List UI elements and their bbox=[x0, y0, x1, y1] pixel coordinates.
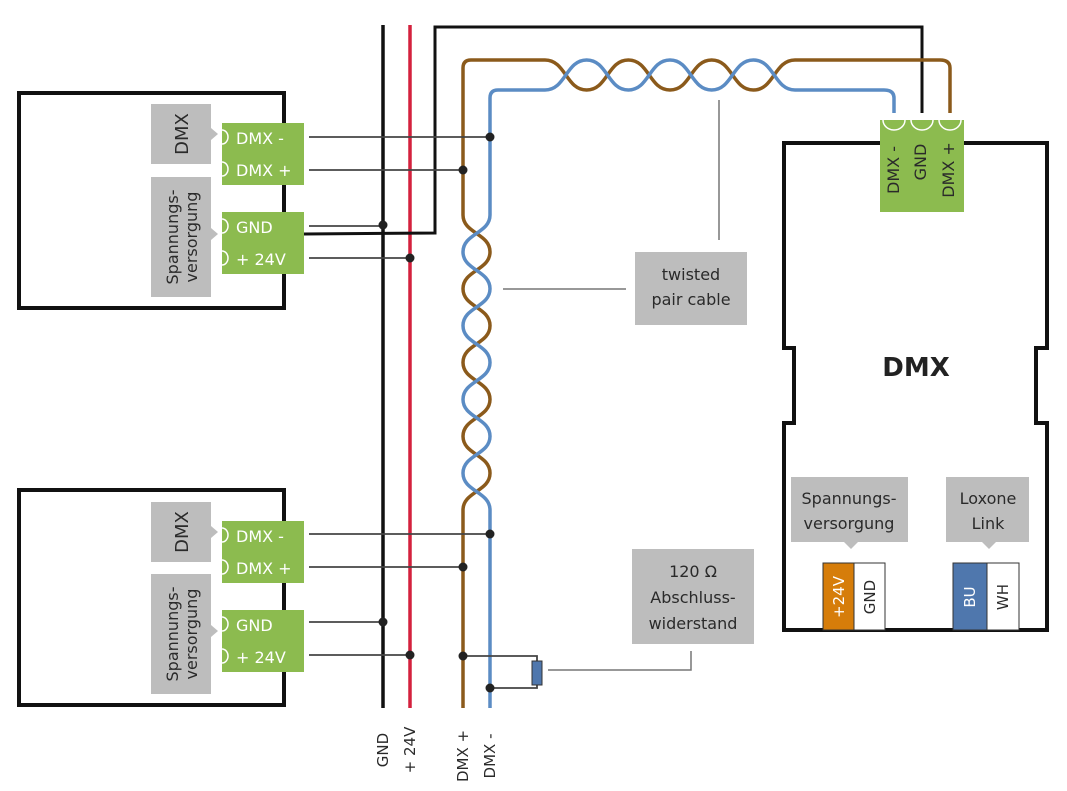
terminator-tag bbox=[632, 549, 754, 644]
device-2-dmx-tag-label: DMX bbox=[172, 511, 193, 553]
junction-dot bbox=[378, 220, 388, 230]
device-2-dmx-tag bbox=[151, 502, 211, 562]
twisted-pair-tag-line1: twisted bbox=[662, 265, 720, 284]
device-2-24v-screw bbox=[221, 648, 229, 664]
dmx-module-terminal-dmx-minus: DMX - bbox=[884, 146, 903, 194]
dmx-module-screw-gnd bbox=[910, 119, 934, 131]
device-2-dmx-plus-screw bbox=[221, 559, 229, 575]
dmx-module-link-tag-line1: Loxone bbox=[960, 489, 1017, 508]
dmx-module-terminal-gnd: GND bbox=[911, 144, 930, 181]
device-2-power-terminal-block bbox=[222, 610, 304, 672]
dmx-module-link-tag bbox=[946, 477, 1029, 542]
device-2-gnd-screw bbox=[221, 616, 229, 632]
dmx-module-title: DMX bbox=[882, 353, 950, 383]
dmx-module-gnd-power-label: GND bbox=[861, 580, 879, 614]
device-2-dmx-tag-pointer bbox=[211, 526, 218, 538]
terminator-tag-line3: widerstand bbox=[649, 614, 738, 633]
device-1-dmx-minus-screw bbox=[221, 129, 229, 145]
device-1-dmx-tag-pointer bbox=[211, 128, 218, 140]
device-2-gnd-label: GND bbox=[236, 616, 273, 635]
terminator-minus-lead bbox=[490, 682, 538, 689]
device-1-24v-screw bbox=[221, 250, 229, 266]
device-2-power-tag-pointer bbox=[211, 625, 218, 637]
terminator-plus-lead bbox=[463, 655, 538, 663]
dmx-module-terminal-gnd-power bbox=[853, 562, 886, 631]
device-1-gnd-screw bbox=[221, 218, 229, 234]
junction-dot bbox=[458, 651, 468, 661]
device-1-dmx-tag-label: DMX bbox=[172, 113, 193, 155]
twisted-pair-callout: twisted pair cable bbox=[503, 100, 747, 325]
device-2-dmx-plus-label: DMX + bbox=[236, 559, 292, 578]
terminator-tag-line1: 120 Ω bbox=[669, 562, 717, 581]
twisted-pair-tag-line2: pair cable bbox=[651, 290, 730, 309]
dmx-module-housing bbox=[782, 141, 1049, 632]
device-2-power-tag bbox=[151, 574, 211, 694]
dmx-module-24v-label: +24V bbox=[830, 575, 848, 618]
bus-label-gnd: GND bbox=[374, 733, 392, 767]
device-1-24v-label: + 24V bbox=[236, 250, 286, 269]
dmx-module-bu-label: BU bbox=[961, 586, 979, 607]
device-1-power-tag-line1: Spannungs- bbox=[163, 190, 182, 285]
dmx-module-link-tag-pointer bbox=[982, 542, 996, 549]
device-2-dmx-terminal-block bbox=[222, 521, 304, 583]
device-2-24v-label: + 24V bbox=[236, 648, 286, 667]
stub-connections bbox=[309, 136, 538, 689]
terminator-tag-line2: Abschluss- bbox=[650, 588, 735, 607]
device-1: DMX Spannungs- versorgung DMX - DMX + GN… bbox=[17, 91, 304, 310]
dmx-module-terminal-bu bbox=[952, 562, 988, 631]
device-1-gnd-label: GND bbox=[236, 218, 273, 237]
bus-labels: GND + 24V DMX + DMX - bbox=[374, 726, 499, 782]
bus-label-24v: + 24V bbox=[401, 726, 419, 773]
device-1-dmx-plus-label: DMX + bbox=[236, 161, 292, 180]
device-1-dmx-plus-screw bbox=[221, 161, 229, 177]
dmx-module-screw-dmx-minus bbox=[882, 119, 906, 131]
dmx-module-terminal-dmx-plus: DMX + bbox=[939, 142, 958, 198]
dmx-module: DMX DMX - GND DMX + Spannungs- versorgun… bbox=[782, 119, 1049, 632]
device-1-power-terminal-block bbox=[222, 212, 304, 274]
bus-label-dmx-minus: DMX - bbox=[481, 734, 499, 779]
device-2-power-tag-line1: Spannungs- bbox=[163, 587, 182, 682]
dmx-module-power-tag-line1: Spannungs- bbox=[802, 489, 897, 508]
gnd-to-dmx-module-wire bbox=[303, 25, 924, 236]
dmx-module-power-tag-line2: versorgung bbox=[804, 514, 895, 533]
terminator-resistor-icon bbox=[531, 660, 543, 686]
twisted-pair-tag bbox=[635, 252, 747, 325]
junction-dots bbox=[378, 132, 495, 693]
dmx-module-link-tag-line2: Link bbox=[972, 514, 1006, 533]
junction-dot bbox=[485, 529, 495, 539]
device-1-dmx-tag bbox=[151, 104, 211, 164]
junction-dot bbox=[485, 683, 495, 693]
terminator-callout: 120 Ω Abschluss- widerstand bbox=[548, 549, 754, 671]
bus-label-dmx-plus: DMX + bbox=[454, 730, 472, 782]
junction-dot bbox=[378, 617, 388, 627]
dmx-module-terminal-wh bbox=[986, 562, 1020, 631]
dmx-minus-wire bbox=[461, 58, 896, 708]
device-1-dmx-minus-label: DMX - bbox=[236, 129, 284, 148]
device-1-power-tag-line2: versorgung bbox=[182, 192, 201, 283]
junction-dot bbox=[405, 650, 415, 660]
device-2-dmx-minus-screw bbox=[221, 527, 229, 543]
dmx-module-power-tag-pointer bbox=[844, 542, 858, 549]
device-2-dmx-minus-label: DMX - bbox=[236, 527, 284, 546]
device-2-power-tag-line2: versorgung bbox=[182, 589, 201, 680]
dmx-module-bus-connector bbox=[880, 120, 964, 212]
device-1-power-tag-pointer bbox=[211, 228, 218, 240]
junction-dot bbox=[458, 165, 468, 175]
device-1-power-tag bbox=[151, 177, 211, 297]
device-1-dmx-terminal-block bbox=[222, 123, 304, 185]
junction-dot bbox=[458, 562, 468, 572]
dmx-module-power-tag bbox=[791, 477, 908, 542]
bus-wires bbox=[303, 25, 952, 708]
junction-dot bbox=[485, 132, 495, 142]
junction-dot bbox=[405, 253, 415, 263]
dmx-module-wh-label: WH bbox=[994, 584, 1012, 610]
terminator-leader bbox=[548, 651, 692, 671]
device-2: DMX Spannungs- versorgung DMX - DMX + GN… bbox=[17, 488, 304, 707]
dmx-module-screw-dmx-plus bbox=[938, 119, 962, 131]
